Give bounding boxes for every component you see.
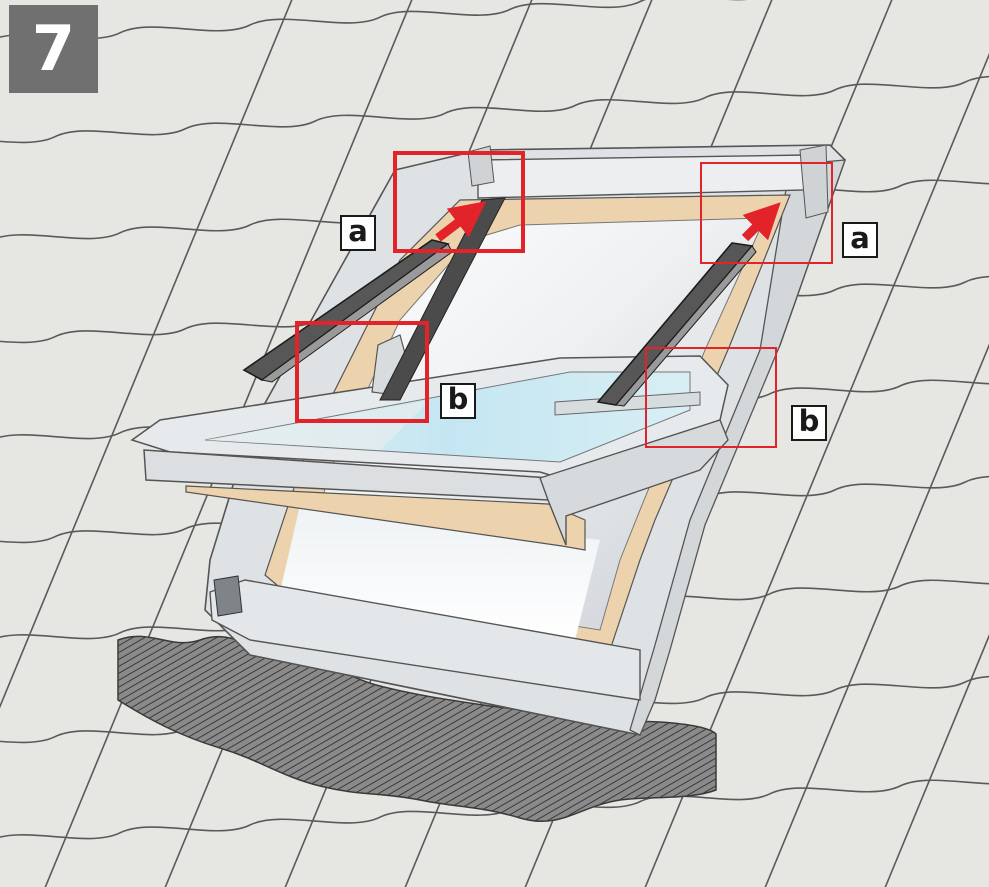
tile-seam-line — [0, 0, 293, 709]
right-side-cladding — [629, 159, 846, 736]
highlight-box-right-a — [700, 162, 833, 264]
callout-label-a-left: a — [340, 215, 376, 251]
cover-strip-right-edge — [615, 245, 757, 407]
callout-label-a-right: a — [842, 222, 878, 258]
sash-right-end — [539, 419, 729, 546]
highlight-box-right-b — [645, 347, 777, 448]
tile-seam-line — [764, 343, 989, 887]
arrow-left-a — [435, 201, 487, 242]
bottom-frame-sill — [209, 579, 641, 701]
bottom-hinge-left — [213, 575, 243, 617]
callout-label-b-left: b — [440, 383, 476, 419]
highlight-box-left-a — [393, 151, 525, 253]
tile-course-line — [0, 75, 989, 144]
tile-seam-line — [884, 634, 989, 887]
frame-top-hardware-left — [467, 145, 495, 187]
sash-glass-light-left — [205, 400, 430, 450]
highlight-box-left-b — [295, 321, 429, 423]
left-frame-channel — [379, 197, 506, 401]
sash-inner-bar — [554, 391, 701, 416]
step-number-badge: 7 — [9, 5, 98, 93]
sash-bottom-edge — [185, 485, 586, 551]
top-frame-bar — [477, 154, 806, 199]
arrow-right-a — [741, 202, 781, 242]
callout-label-b-right: b — [791, 405, 827, 441]
